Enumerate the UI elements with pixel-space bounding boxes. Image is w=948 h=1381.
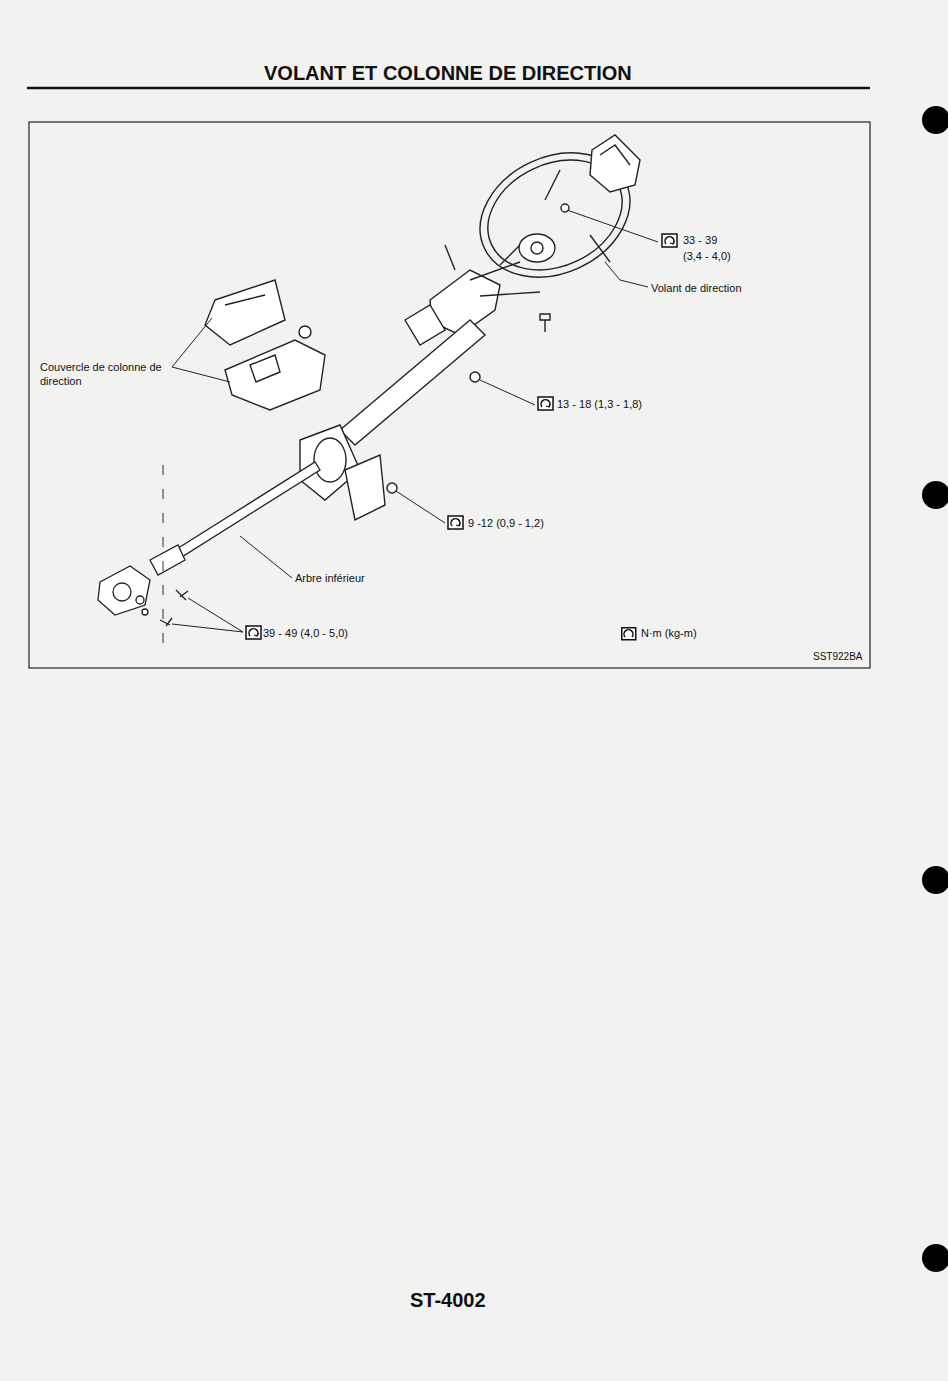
part-name: Couvercle de colonne de direction — [40, 360, 180, 388]
torque-symbol — [621, 627, 637, 641]
part-name: Volant de direction — [651, 281, 742, 295]
legend-text: N·m (kg-m) — [641, 626, 697, 640]
page-title: VOLANT ET COLONNE DE DIRECTION — [264, 62, 632, 85]
part-name: Arbre inférieur — [295, 571, 365, 585]
figure-code: SST922BA — [813, 650, 862, 664]
torque-value: 33 - 39 — [683, 233, 717, 247]
torque-value: 39 - 49 (4,0 - 5,0) — [263, 626, 348, 640]
page-number: ST-4002 — [410, 1288, 486, 1312]
torque-value: 9 -12 (0,9 - 1,2) — [468, 516, 544, 530]
torque-value: (3,4 - 4,0) — [683, 249, 731, 263]
torque-value: 13 - 18 (1,3 - 1,8) — [557, 397, 642, 411]
